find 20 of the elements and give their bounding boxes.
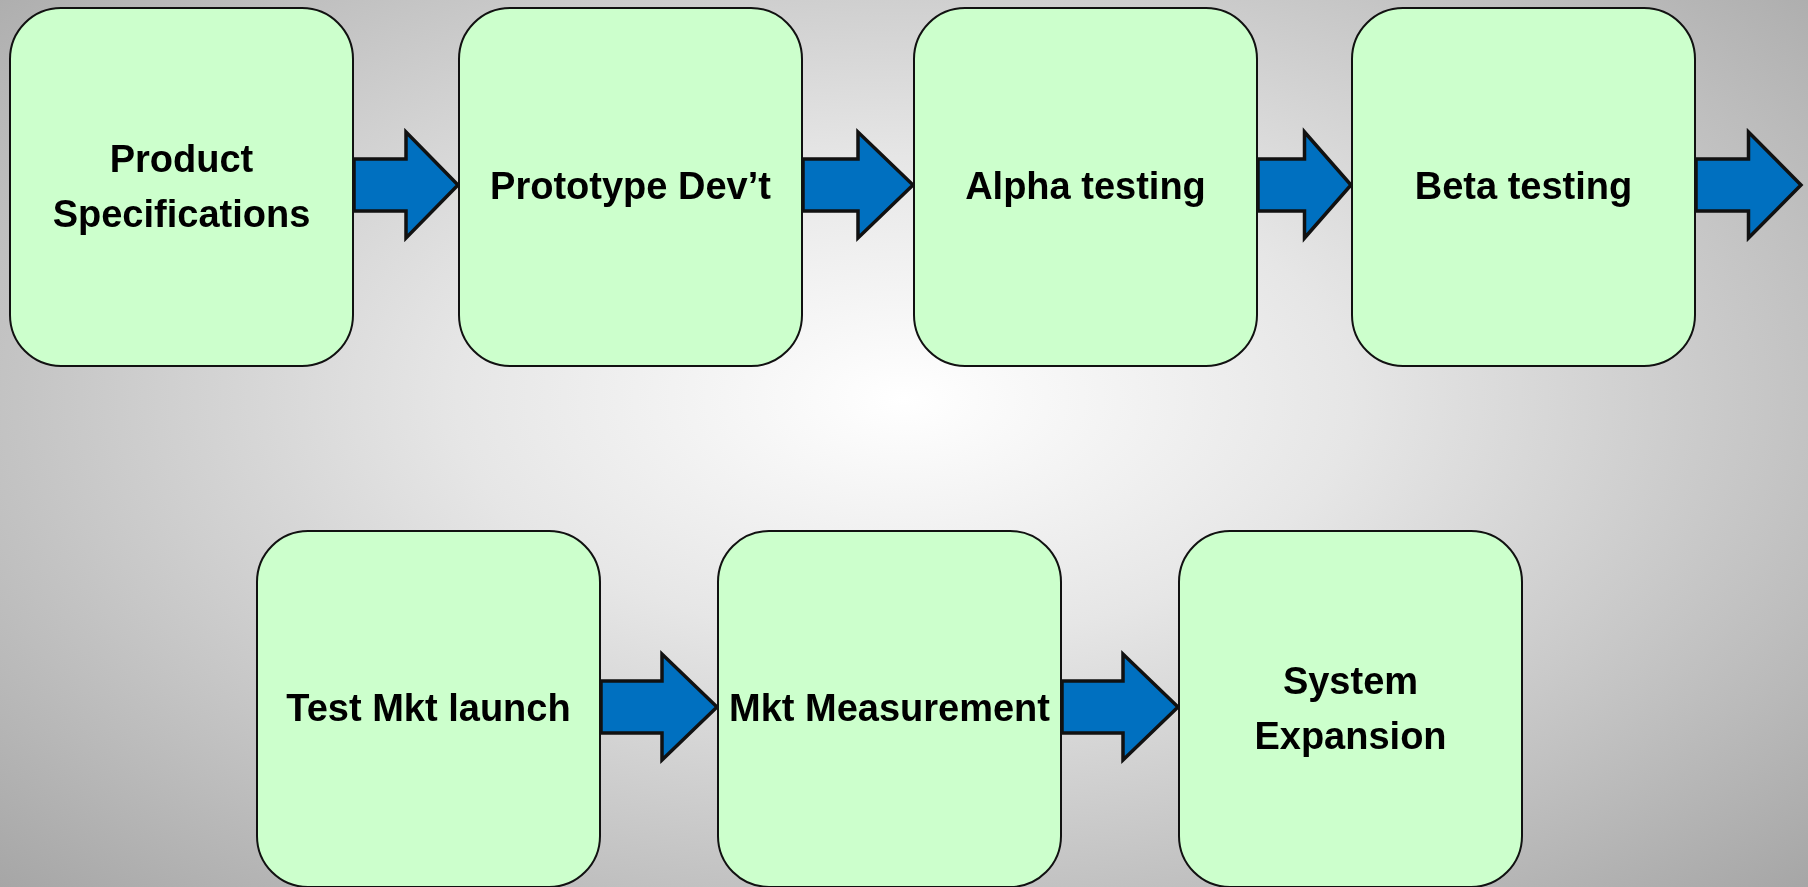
- process-box: [458, 7, 803, 367]
- block-arrow: [352, 127, 461, 243]
- step-label: Alpha testing: [964, 164, 1207, 210]
- block-arrow: [599, 649, 720, 765]
- block-arrow: [1060, 649, 1181, 765]
- process-box: [1178, 530, 1523, 887]
- step-label: Mkt Measurement: [728, 686, 1051, 732]
- process-box: [9, 7, 354, 367]
- process-box: [913, 7, 1258, 367]
- step-label: Prototype Dev’t: [489, 164, 772, 210]
- block-arrow: [1694, 127, 1804, 243]
- step-label: Beta testing: [1413, 164, 1634, 210]
- block-arrow: [1256, 127, 1354, 243]
- block-arrow: [801, 127, 916, 243]
- process-box: [1351, 7, 1696, 367]
- step-label: Test Mkt launch: [285, 686, 572, 732]
- process-box: [717, 530, 1062, 887]
- step-label: Product Specifications: [51, 136, 312, 237]
- step-label: System Expansion: [1253, 658, 1448, 759]
- process-box: [256, 530, 601, 887]
